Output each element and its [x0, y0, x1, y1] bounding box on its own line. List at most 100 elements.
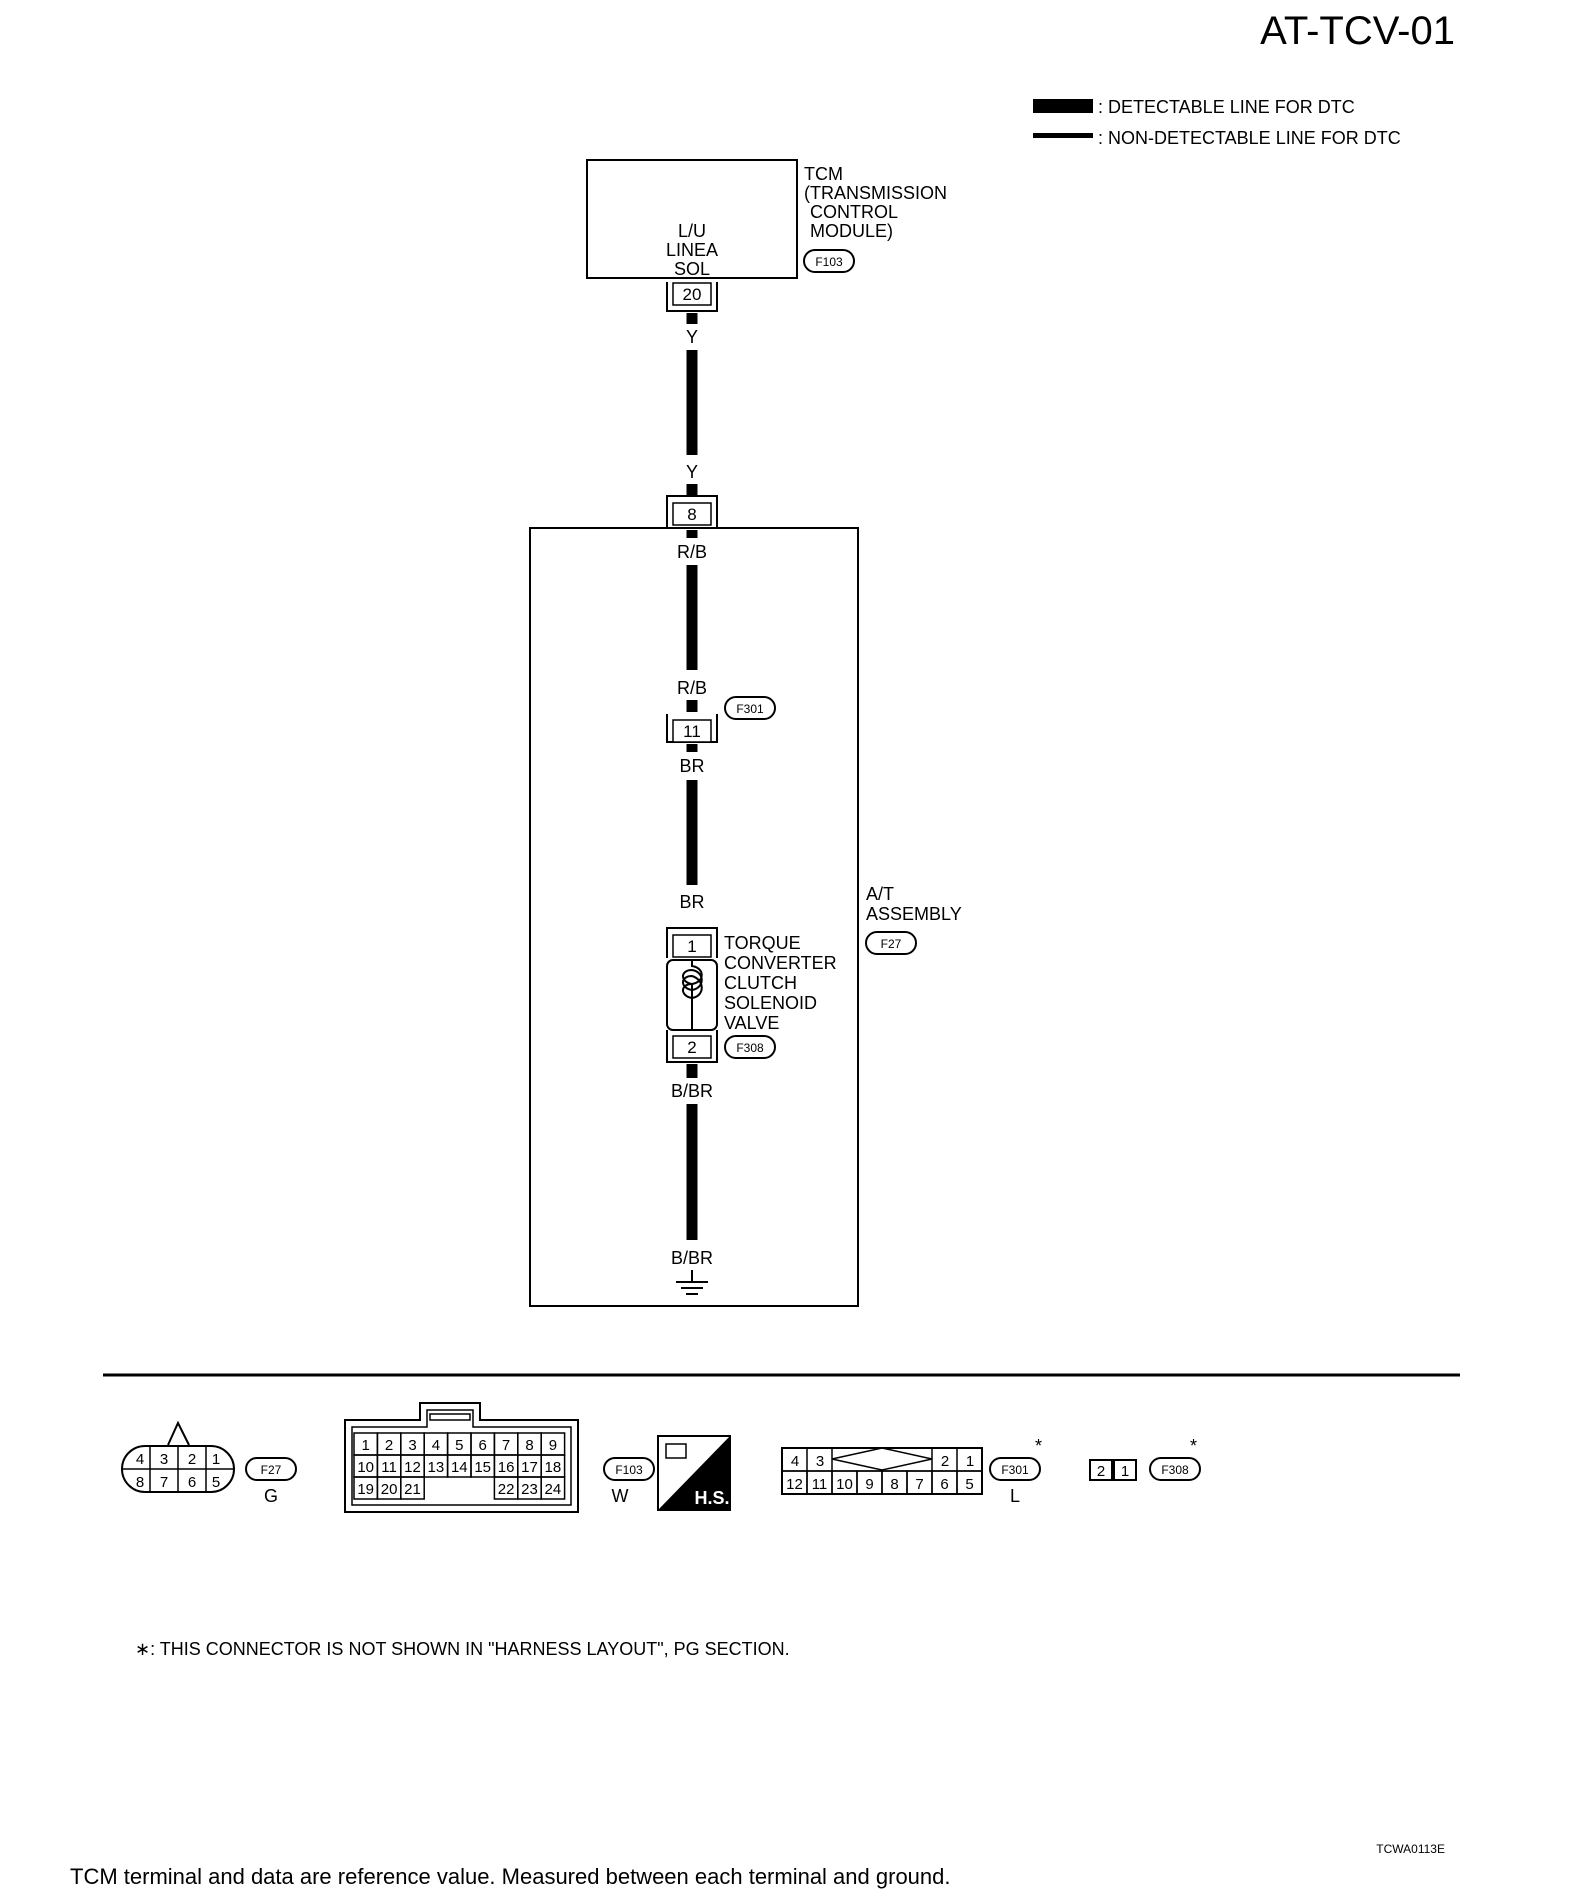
wire-color-at-in-bottom: R/B [677, 678, 707, 698]
figure-code: TCWA0113E [1376, 1842, 1445, 1856]
solenoid-coil-icon [682, 960, 703, 1030]
solenoid-pin-bottom: 2 [687, 1038, 696, 1057]
f301-cell: 7 [915, 1476, 923, 1493]
wire-color-ground-bottom: B/BR [671, 1248, 713, 1268]
f27-cell: 1 [212, 1451, 220, 1468]
f301-pin-11: 11 F301 [666, 696, 776, 743]
f301-id: F301 [1001, 1463, 1029, 1477]
f308-id: F308 [1161, 1463, 1189, 1477]
f27-cell: 4 [136, 1451, 144, 1468]
diagram-title: AT-TCV-01 [1260, 9, 1455, 53]
f308-connector-id: F308 [736, 1041, 764, 1055]
tcm-full-name-line3: MODULE) [810, 221, 893, 241]
f103-cell: 3 [408, 1437, 416, 1454]
f103-cell: 10 [357, 1459, 374, 1476]
f103-cell: 6 [479, 1437, 487, 1454]
f103-id: F103 [615, 1463, 643, 1477]
f301-cell: 8 [890, 1476, 898, 1493]
f301-cell: 5 [965, 1476, 973, 1493]
f308-connector-badge [724, 1035, 776, 1059]
f301-connector-badge [724, 696, 776, 720]
f27-cell: 2 [188, 1451, 196, 1468]
f301-cell: 12 [786, 1476, 803, 1493]
at-pin-8: 8 [666, 495, 718, 528]
f301-cell: 4 [791, 1453, 799, 1470]
hs-badge: H.S. [657, 1435, 731, 1511]
wire-color-ground-top: B/BR [671, 1081, 713, 1101]
f301-cell-box [956, 1470, 983, 1495]
tcm-terminal-label-line3: SOL [674, 259, 710, 279]
legend-non-detectable-label: : NON-DETECTABLE LINE FOR DTC [1098, 128, 1401, 148]
hs-connector-icon [665, 1443, 687, 1459]
at-connector-badge [865, 931, 917, 955]
f301-cell: 3 [816, 1453, 824, 1470]
tcm-pin-20: 20 [666, 282, 718, 312]
f301-cell: 6 [940, 1476, 948, 1493]
f301-cell: 9 [865, 1476, 873, 1493]
tcm-module: L/U LINEA SOL TCM (TRANSMISSION CONTROL … [586, 159, 947, 279]
f27-cell: 3 [160, 1451, 168, 1468]
wire-color-f301-out-top: BR [679, 756, 704, 776]
f103-cell: 14 [451, 1459, 468, 1476]
torque-converter-clutch-solenoid: 1 2 TORQUE CONVERTER CLUTCH SOLENOID VAL… [666, 927, 837, 1063]
wire-color-at-in-top: R/B [677, 542, 707, 562]
solenoid-name-line5: VALVE [724, 1013, 779, 1033]
f308-cell: 1 [1121, 1463, 1129, 1480]
f308-star: * [1190, 1436, 1197, 1456]
f301-cell: 11 [812, 1476, 828, 1493]
f103-cell: 11 [381, 1459, 397, 1476]
at-assembly-name-line2: ASSEMBLY [866, 904, 962, 924]
f103-cell: 5 [455, 1437, 463, 1454]
f103-cell: 8 [525, 1437, 533, 1454]
f27-cell: 5 [212, 1474, 220, 1491]
at-assembly-box [529, 527, 859, 1307]
tcm-pin-number: 20 [683, 285, 702, 304]
f27-color: G [264, 1486, 278, 1506]
f103-cell: 12 [404, 1459, 421, 1476]
f103-cell: 4 [432, 1437, 440, 1454]
f103-cell-box [400, 1476, 425, 1500]
f103-color: W [612, 1486, 629, 1506]
tcm-full-name-line2: CONTROL [810, 202, 898, 222]
legend-detectable-swatch [1033, 99, 1093, 113]
legend-non-detectable-swatch [1033, 133, 1093, 138]
f308-cell: 2 [1097, 1463, 1105, 1480]
f27-cell: 7 [160, 1474, 168, 1491]
solenoid-name-line1: TORQUE [724, 933, 801, 953]
f301-pin-number: 11 [683, 722, 701, 741]
f27-key-icon [167, 1420, 190, 1446]
f103-cell: 9 [549, 1437, 557, 1454]
at-connector-id: F27 [881, 937, 902, 951]
f27-cell: 6 [188, 1474, 196, 1491]
f27-id: F27 [261, 1463, 282, 1477]
f103-cell: 2 [385, 1437, 393, 1454]
wire-color-f301-out-bottom: BR [679, 892, 704, 912]
f103-cell: 20 [381, 1481, 398, 1498]
at-pin-number: 8 [687, 505, 696, 524]
connector-f27-face: 4 3 2 1 8 7 6 5 F27 G [121, 1420, 297, 1506]
f103-cell-box [540, 1476, 566, 1500]
f103-cell: 22 [498, 1481, 515, 1498]
hs-label: H.S. [694, 1488, 729, 1508]
solenoid-name-line2: CONVERTER [724, 953, 837, 973]
tcm-full-name-line1: (TRANSMISSION [804, 183, 947, 203]
footer-note: TCM terminal and data are reference valu… [70, 1864, 951, 1889]
f103-cell: 16 [498, 1459, 515, 1476]
connector-note: ∗: THIS CONNECTOR IS NOT SHOWN IN "HARNE… [135, 1639, 790, 1659]
tcm-connector-badge [803, 249, 855, 273]
wire-color-tcm-out-top: Y [686, 327, 698, 347]
connector-f308-face: 2 1 F308 * [1089, 1436, 1201, 1481]
wire-color-tcm-out-bottom: Y [686, 462, 698, 482]
f103-cell: 24 [545, 1481, 562, 1498]
f103-cell: 1 [362, 1437, 370, 1454]
f301-color: L [1010, 1486, 1020, 1506]
f301-connector-id: F301 [736, 702, 764, 716]
f103-cell: 7 [502, 1437, 510, 1454]
solenoid-pin-top: 1 [687, 937, 696, 956]
f103-cell: 18 [545, 1459, 562, 1476]
tcm-terminal-label-line2: LINEA [666, 240, 718, 260]
solenoid-name-line3: CLUTCH [724, 973, 797, 993]
legend: : DETECTABLE LINE FOR DTC : NON-DETECTAB… [1033, 97, 1401, 148]
